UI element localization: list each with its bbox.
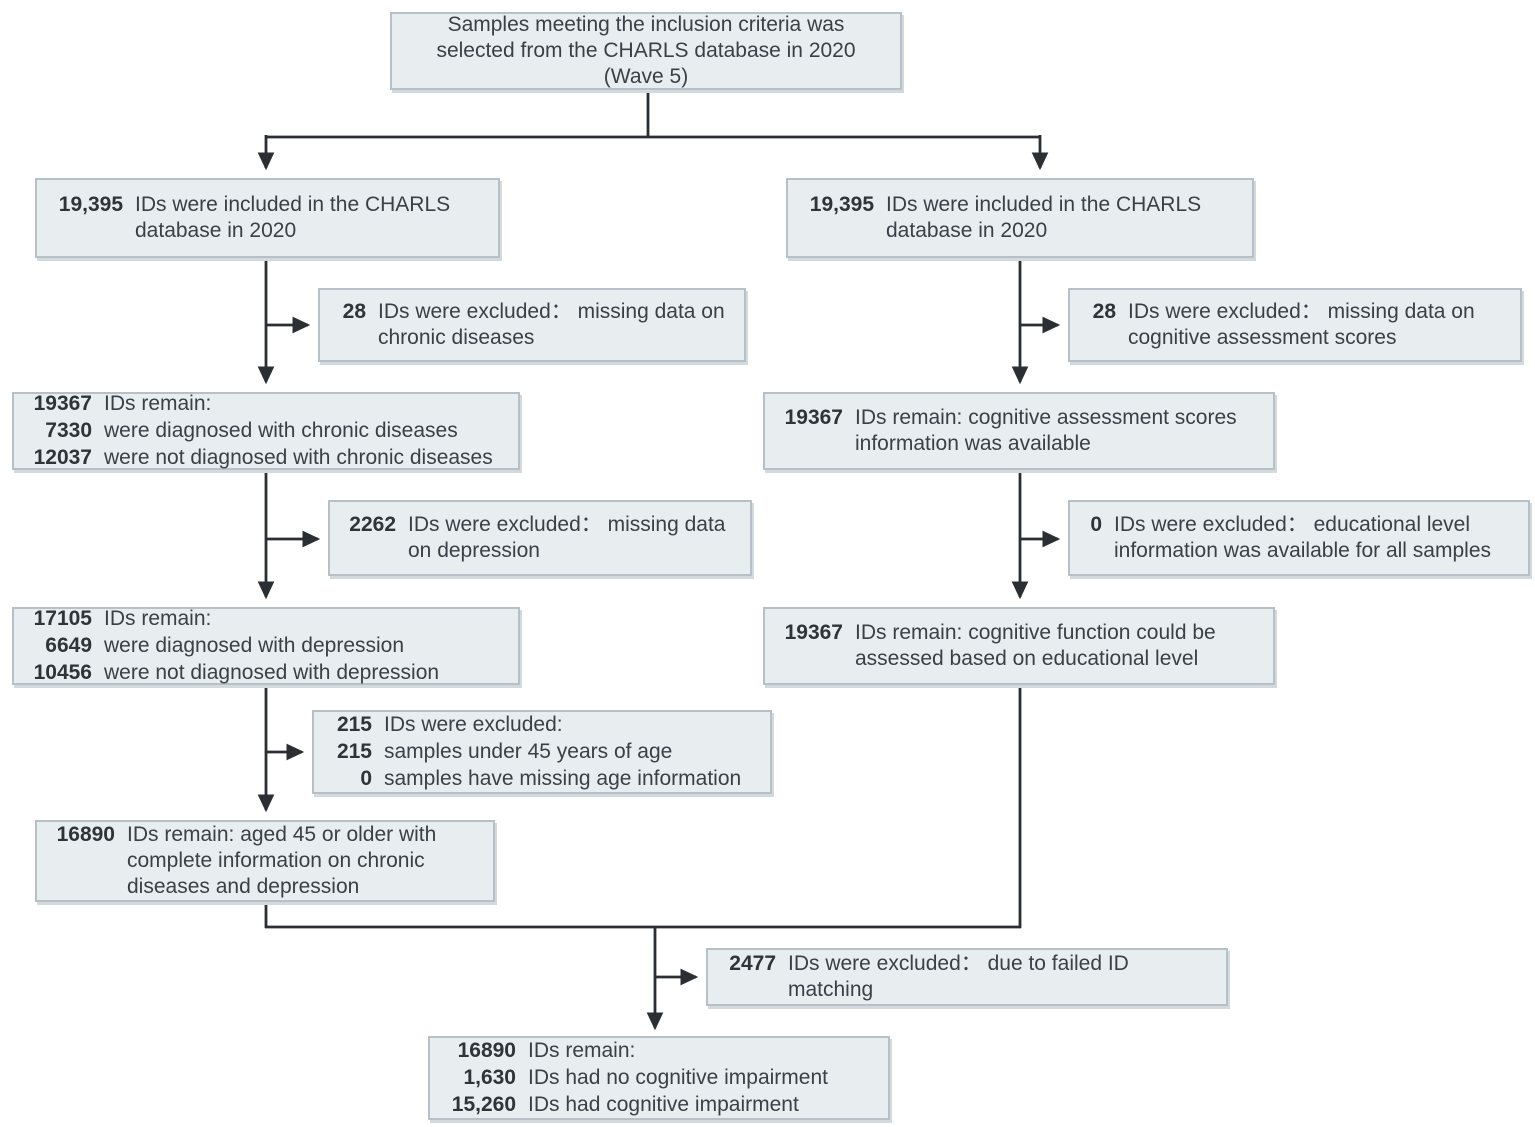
final-remain-count: 16890 [457,1039,516,1062]
right-excluded-cognitive-count: 28 [1092,300,1116,323]
final-no-impairment-text: IDs had no cognitive impairment [528,1066,828,1089]
excluded-under45-count: 215 [336,740,372,763]
right-excluded-cognitive-text: IDs were excluded： missing data on cogni… [1128,300,1475,349]
left-remain-aged-count: 16890 [56,823,115,846]
box-right-remain-function: 19367 IDs remain: cognitive function cou… [763,607,1275,685]
box-left-remain-chronic: 19367 IDs remain: 7330 were diagnosed wi… [12,392,520,470]
final-impairment-count: 15,260 [451,1093,516,1116]
box-right-excluded-cognitive: 28 IDs were excluded： missing data on co… [1068,288,1522,362]
box-inclusion-criteria-text: Samples meeting the inclusion criteria w… [436,13,856,88]
left-remain-aged-text: IDs remain: aged 45 or older with comple… [127,823,437,898]
right-remain-scores-count: 19367 [784,406,843,429]
final-remain-text: IDs remain: [528,1039,636,1062]
final-no-impairment-count: 1,630 [463,1066,516,1089]
right-remain-function-count: 19367 [784,621,843,644]
left-notdiagnosed-chronic-text: were not diagnosed with chronic diseases [104,446,493,469]
left-included-text: IDs were included in the CHARLS database… [135,193,451,242]
box-left-excluded-depression: 2262 IDs were excluded： missing data on … [328,500,752,576]
excluded-id-matching-count: 2477 [729,952,776,975]
final-impairment-text: IDs had cognitive impairment [528,1093,799,1116]
box-left-excluded-chronic: 28 IDs were excluded： missing data on ch… [318,288,746,362]
box-right-remain-scores: 19367 IDs remain: cognitive assessment s… [763,392,1275,470]
left-remain-depression-count: 17105 [33,607,92,630]
left-included-count: 19,395 [58,193,123,216]
left-notdiagnosed-depression-text: were not diagnosed with depression [104,661,440,684]
box-inclusion-criteria: Samples meeting the inclusion criteria w… [390,12,902,90]
left-excluded-depression-text: IDs were excluded： missing data on depre… [408,513,726,562]
left-remain-depression-text: IDs remain: [104,607,212,630]
box-left-excluded-age: 215 IDs were excluded: 215 samples under… [312,710,772,794]
right-excluded-education-count: 0 [1090,513,1102,536]
right-included-text: IDs were included in the CHARLS database… [886,193,1202,242]
left-diagnosed-depression-count: 6649 [45,634,92,657]
excluded-age-total-text: IDs were excluded: [384,713,563,736]
left-notdiagnosed-depression-count: 10456 [33,661,92,684]
right-remain-function-text: IDs remain: cognitive function could be … [855,621,1216,670]
excluded-missing-age-text: samples have missing age information [384,767,742,790]
box-excluded-id-matching: 2477 IDs were excluded： due to failed ID… [706,948,1228,1006]
left-remain-chronic-text: IDs remain: [104,392,212,415]
box-left-remain-aged: 16890 IDs remain: aged 45 or older with … [35,820,495,902]
excluded-id-matching-text: IDs were excluded： due to failed ID matc… [788,952,1129,1001]
left-diagnosed-depression-text: were diagnosed with depression [104,634,405,657]
left-excluded-chronic-count: 28 [342,300,366,323]
box-left-remain-depression: 17105 IDs remain: 6649 were diagnosed wi… [12,607,520,685]
excluded-missing-age-count: 0 [360,767,372,790]
left-excluded-depression-count: 2262 [349,513,396,536]
left-diagnosed-chronic-text: were diagnosed with chronic diseases [104,419,458,442]
left-excluded-chronic-text: IDs were excluded： missing data on chron… [378,300,725,349]
excluded-age-total-count: 215 [336,713,372,736]
box-right-excluded-education: 0 IDs were excluded： educational level i… [1068,500,1530,576]
left-notdiagnosed-chronic-count: 12037 [33,446,92,469]
right-included-count: 19,395 [809,193,874,216]
right-excluded-education-text: IDs were excluded： educational level inf… [1114,513,1492,562]
left-remain-chronic-count: 19367 [33,392,92,415]
excluded-under45-text: samples under 45 years of age [384,740,673,763]
box-final-remain: 16890 IDs remain: 1,630 IDs had no cogni… [428,1036,890,1120]
left-diagnosed-chronic-count: 7330 [45,419,92,442]
right-remain-scores-text: IDs remain: cognitive assessment scores … [855,406,1237,455]
box-right-included: 19,395 IDs were included in the CHARLS d… [786,178,1254,258]
box-left-included: 19,395 IDs were included in the CHARLS d… [35,178,500,258]
